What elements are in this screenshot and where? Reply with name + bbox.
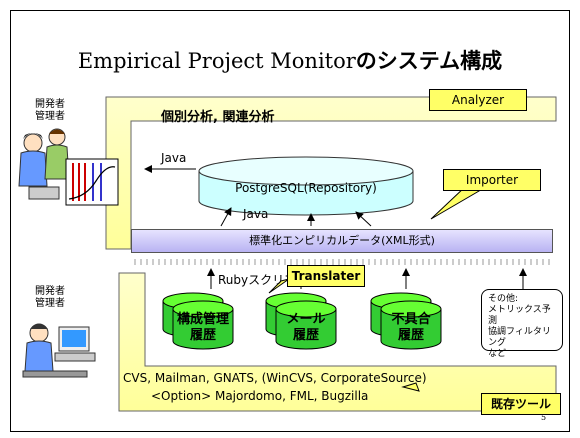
diagram-graphics (18, 96, 557, 412)
role-label: 管理者 (35, 298, 65, 309)
role-label: 開発者 (35, 99, 65, 110)
role-label: 開発者 (35, 286, 65, 297)
analyzer-callout: Analyzer (429, 89, 527, 111)
history-line: 履歴 (189, 328, 216, 343)
history-cylinder-mail (265, 292, 337, 350)
role-label: 管理者 (35, 111, 65, 122)
analyzer-panel (105, 96, 557, 250)
xml-data-bar: 標準化エンピリカルデータ(XML形式) (131, 229, 553, 253)
history-cylinder-bug (370, 292, 442, 350)
note-line: その他: (488, 294, 519, 304)
history-line: 不具合 (391, 312, 431, 327)
translater-callout: Translater (287, 265, 365, 287)
note-line: 協調フィルタリング (488, 327, 551, 348)
person-illustration-top (18, 128, 70, 187)
repository-cylinder (198, 156, 414, 216)
person-illustration-bottom (22, 323, 96, 378)
analyzer-subtitle: 個別分析, 関連分析 (161, 110, 275, 125)
history-cylinder-config (162, 292, 234, 350)
import-arrow-3 (355, 211, 372, 227)
history-line: 履歴 (397, 328, 424, 343)
java-label-importer: Java (243, 207, 269, 221)
note-line: メトリックス予測 (488, 305, 551, 326)
slide-title: Empirical Project Monitorのシステム構成 (11, 45, 569, 75)
tools-line-1: CVS, Mailman, GNATS, (WinCVS, CorporateS… (123, 371, 427, 385)
title-jp: のシステム構成 (355, 49, 503, 73)
bar-shadow (134, 259, 550, 265)
people-label-bottom: 開発者 管理者 (35, 286, 65, 310)
history-config-label: 構成管理 履歴 (173, 312, 233, 344)
tools-line-2: <Option> Majordomo, FML, Bugzilla (151, 389, 369, 403)
import-arrow-1 (220, 207, 232, 227)
history-mail-label: メール 履歴 (276, 312, 336, 344)
page-number: 5 (541, 413, 547, 422)
tools-panel (118, 272, 557, 412)
history-line: 構成管理 (176, 312, 229, 327)
history-bug-label: 不具合 履歴 (381, 312, 441, 344)
java-label-analyzer: Java (161, 151, 187, 165)
monitor-chart-icon (28, 158, 119, 206)
other-features-note: その他: メトリックス予測 協調フィルタリング など (481, 289, 563, 359)
repository-label: PostgreSQL(Repository) (235, 181, 377, 195)
history-line: メール (286, 312, 326, 327)
slide: Empirical Project Monitorのシステム構成 (10, 10, 570, 432)
importer-callout: Importer (443, 169, 541, 191)
title-main: Empirical Project Monitor (77, 49, 356, 73)
ruby-script-label: Rubyスクリプト (218, 273, 309, 287)
people-label-top: 開発者 管理者 (35, 99, 65, 123)
existing-tools-callout: 既存ツール (481, 393, 561, 415)
history-line: 履歴 (292, 328, 319, 343)
note-line: など (488, 349, 507, 359)
